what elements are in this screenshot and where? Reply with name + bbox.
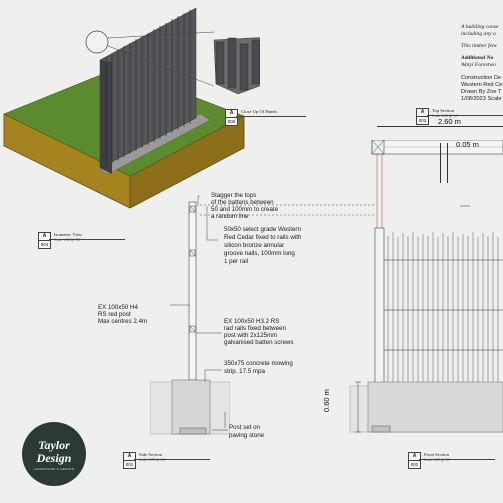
detail-line-1: Construction De <box>461 75 502 81</box>
front-section-drawing <box>349 140 503 433</box>
width-dimension-label: 2.60 m <box>438 117 461 126</box>
additional-notes-line: Watyl Forestwo <box>461 62 496 68</box>
logo-line-1: Taylor <box>38 438 70 452</box>
detail-line-3: Drawn By Zoe T <box>461 89 502 95</box>
header-line-1: A building conse <box>461 24 499 30</box>
width-dimension-line <box>377 126 503 127</box>
logo-line-2: Design <box>36 451 72 465</box>
front-battens <box>374 227 503 385</box>
additional-notes-title: Additional No <box>461 55 494 61</box>
taylor-design-logo: Taylor Design LANDSCAPE & DESIGN <box>22 422 86 486</box>
header-line-3: This timber fenc <box>461 43 498 49</box>
close-up-panel-drawing <box>213 37 260 95</box>
gap-dimension-label: 0.05 m <box>456 140 479 149</box>
top-section-strip <box>371 140 503 155</box>
detail-line-2: Western Red Ce <box>461 82 503 88</box>
isometric-view-drawing <box>3 7 260 209</box>
close-up-callout-circle <box>85 30 109 54</box>
side-section-drawing <box>150 201 230 435</box>
detail-line-4: 1/08/2023 Scale <box>461 96 502 102</box>
isometric-fence-panel <box>99 7 197 174</box>
gap-dimension-line-2 <box>447 143 448 183</box>
gap-dimension-line <box>440 143 441 183</box>
header-line-2: including any a <box>461 31 496 37</box>
logo-tagline: LANDSCAPE & DESIGN <box>33 467 75 471</box>
height-dimension-label: 0.60 m <box>322 389 331 412</box>
